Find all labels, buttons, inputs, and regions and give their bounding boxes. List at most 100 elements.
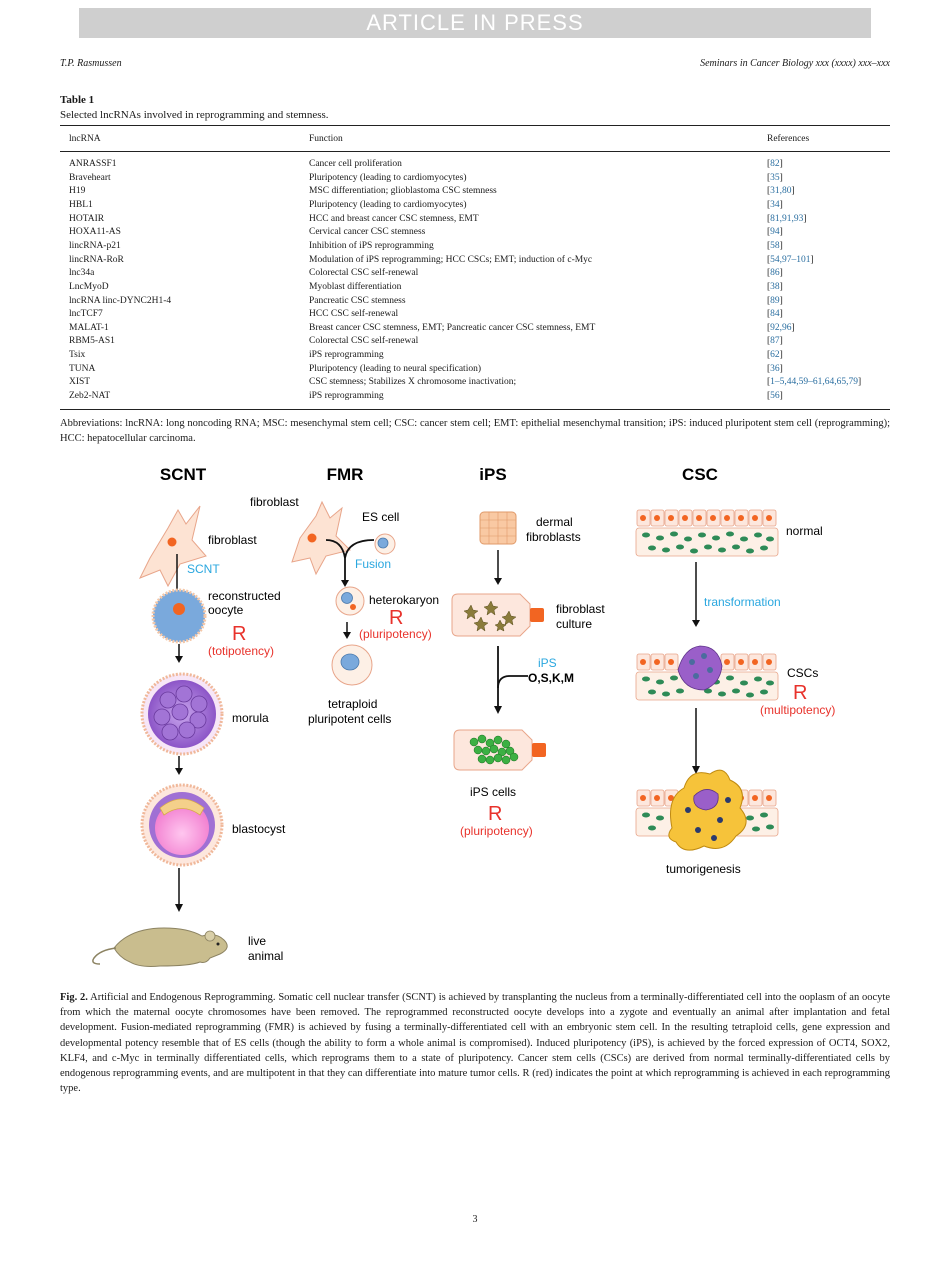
reference-link[interactable]: 92,96 (770, 322, 792, 333)
lncrna-reference[interactable]: [36] (767, 363, 783, 374)
reference-link[interactable]: 31,80 (770, 186, 792, 197)
lncrna-function: Cancer cell proliferation (309, 159, 402, 169)
reference-link[interactable]: 54,97–101 (770, 254, 811, 265)
running-head-journal: Seminars in Cancer Biology xxx (xxxx) xx… (700, 58, 890, 69)
table-label: Table 1 (60, 94, 95, 106)
table-row: Braveheart Pluripotency (leading to cardi… (0, 172, 950, 186)
fibroblast-culture-label-2: culture (556, 617, 592, 631)
scnt-fibroblast-illustration (138, 505, 207, 588)
reference-link[interactable]: 89 (770, 295, 780, 306)
reference-link[interactable]: 62 (770, 350, 780, 361)
table-caption: Selected lncRNAs involved in reprogrammi… (60, 109, 329, 121)
table-top-rule (60, 125, 890, 126)
reconstructed-oocyte-label-2: oocyte (208, 603, 244, 617)
lncrna-reference[interactable]: [1–5,44,59–61,64,65,79] (767, 377, 862, 388)
scnt-fibroblast-label: fibroblast (208, 533, 257, 547)
table-header-rule (60, 151, 890, 152)
lncrna-reference[interactable]: [94] (767, 227, 783, 238)
reference-link[interactable]: 1–5,44,59–61,64,65,79 (770, 377, 859, 388)
lncrna-reference[interactable]: [35] (767, 172, 783, 183)
lncrna-reference[interactable]: [62] (767, 350, 783, 361)
reference-link[interactable]: 36 (770, 363, 780, 374)
fibroblast-culture-label-1: fibroblast (556, 602, 605, 616)
dermal-fibroblasts-label-1: dermal (536, 515, 573, 529)
es-cell-label: ES cell (362, 510, 399, 524)
lncrna-reference[interactable]: [34] (767, 199, 783, 210)
figure-caption: Fig. 2. Artificial and Endogenous Reprog… (60, 990, 890, 1096)
reference-link[interactable]: 94 (770, 227, 780, 238)
lncrna-function: Pluripotency (leading to cardiomyocytes) (309, 172, 467, 183)
lncrna-reference[interactable]: [89] (767, 295, 783, 306)
lncrna-name: lncRNA linc-DYNC2H1-4 (69, 295, 172, 306)
scnt-potency-label: (totipotency) (208, 644, 274, 658)
reference-link[interactable]: 86 (770, 268, 780, 279)
lncrna-reference[interactable]: [86] (767, 268, 783, 279)
lncrna-reference[interactable]: [58] (767, 240, 783, 251)
lncrna-function: CSC stemness; Stabilizes X chromosome in… (309, 377, 517, 388)
lncrna-reference[interactable]: [92,96] (767, 322, 795, 333)
table-abbreviations: Abbreviations: lncRNA: long noncoding RN… (60, 418, 890, 444)
ips-r-marker: R (488, 803, 502, 825)
fmr-potency-label: (pluripotency) (359, 627, 432, 641)
lncrna-reference[interactable]: [82] (767, 159, 783, 169)
fmr-fibroblast-illustration (291, 500, 351, 576)
lncrna-reference[interactable]: [31,80] (767, 186, 795, 197)
tumor-illustration (635, 769, 779, 851)
figure-caption-text: Artificial and Endogenous Reprogramming.… (60, 992, 890, 1095)
lncrna-name: ANRASSF1 (69, 159, 117, 169)
lncrna-name: LncMyoD (69, 281, 109, 292)
lncrna-reference[interactable]: [84] (767, 309, 783, 320)
lncrna-function: Myoblast differentiation (309, 281, 402, 292)
reference-link[interactable]: 58 (770, 240, 780, 251)
reference-link[interactable]: 81,91,93 (770, 213, 804, 224)
reference-link[interactable]: 34 (770, 199, 780, 210)
lncrna-function: iPS reprogramming (309, 391, 384, 402)
lncrna-function: Inhibition of iPS reprogramming (309, 240, 434, 251)
tetraploid-cell-illustration (331, 644, 373, 686)
dermal-fibroblasts-illustration (479, 511, 517, 545)
cscs-label: CSCs (787, 666, 818, 680)
normal-epithelium-illustration (635, 509, 779, 557)
reference-link[interactable]: 56 (770, 391, 780, 402)
osk-factors-label: O,S,K,M (528, 671, 574, 685)
table-header-lncrna: lncRNA (69, 134, 101, 144)
lncrna-function: Cervical cancer CSC stemness (309, 227, 426, 238)
lncrna-function: MSC differentiation; glioblastoma CSC st… (309, 186, 497, 197)
scnt-process-label: SCNT (187, 562, 220, 576)
lncrna-reference[interactable]: [56] (767, 391, 783, 402)
lncrna-reference[interactable]: [54,97–101] (767, 254, 814, 265)
lncrna-name: lincRNA-RoR (69, 254, 124, 265)
csc-potency-label: (multipotency) (760, 703, 835, 717)
scnt-r-marker: R (232, 623, 246, 645)
reference-link[interactable]: 35 (770, 172, 780, 183)
lncrna-reference[interactable]: [81,91,93] (767, 213, 807, 224)
table-header-references: References (767, 134, 810, 144)
cscs-epithelium-illustration (635, 645, 779, 701)
lncrna-function: iPS reprogramming (309, 350, 384, 361)
lncrna-name: HOXA11-AS (69, 227, 121, 238)
reference-link[interactable]: 38 (770, 281, 780, 292)
reference-link[interactable]: 84 (770, 309, 780, 320)
tetraploid-label-1: tetraploid (328, 697, 377, 711)
lncrna-function: Pancreatic CSC stemness (309, 295, 406, 306)
reference-link[interactable]: 82 (770, 159, 780, 169)
blastocyst-illustration (140, 783, 224, 867)
lncrna-reference[interactable]: [87] (767, 336, 783, 347)
table-row: lncRNA linc-DYNC2H1-4 Pancreatic CSC stem… (0, 295, 950, 309)
table-row: LncMyoD Myoblast differentiation [38] (0, 281, 950, 295)
lncrna-reference[interactable]: [38] (767, 281, 783, 292)
heading-scnt: SCNT (160, 465, 207, 484)
lncrna-name: MALAT-1 (69, 322, 109, 333)
lncrna-function: Modulation of iPS reprogramming; HCC CSC… (309, 254, 593, 265)
table-row: lincRNA-RoR Modulation of iPS reprogrammi… (0, 254, 950, 268)
reference-link[interactable]: 87 (770, 336, 780, 347)
lncrna-name: Braveheart (69, 172, 111, 183)
running-head-author: T.P. Rasmussen (60, 58, 122, 69)
